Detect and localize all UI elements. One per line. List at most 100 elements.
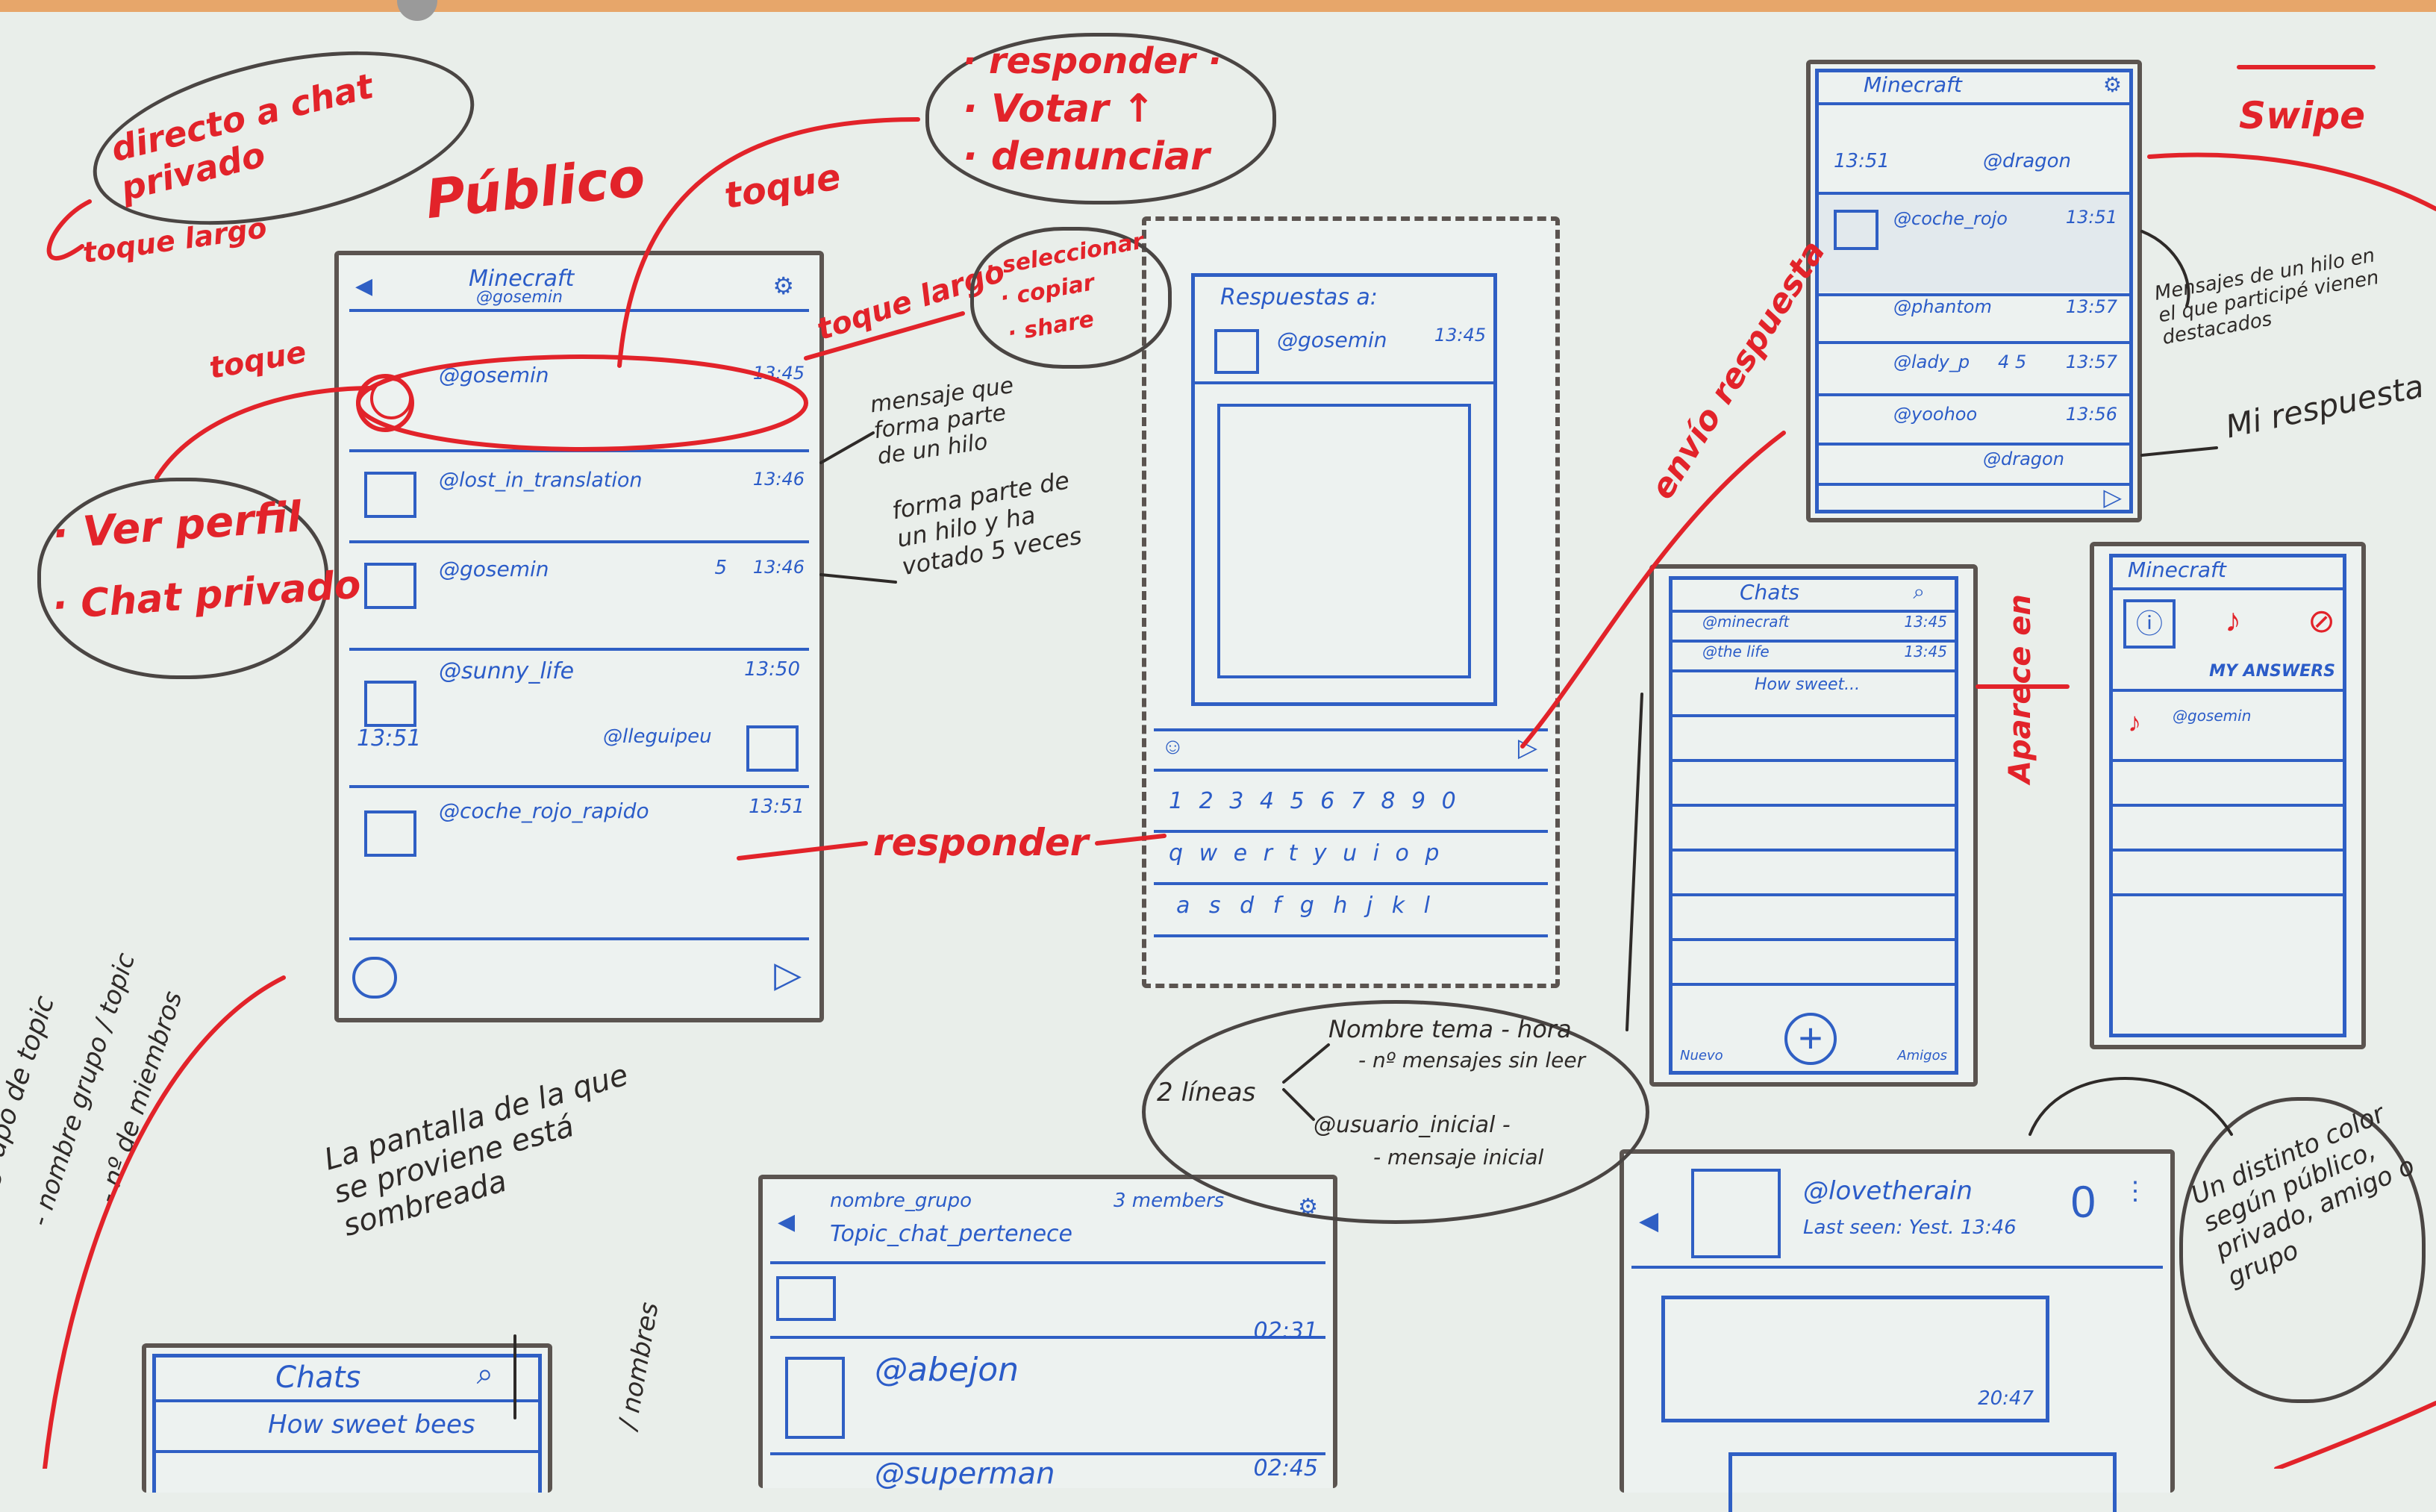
back-arrow-icon[interactable]: ◀ — [1639, 1207, 1659, 1235]
message-time: 13:50 — [744, 658, 800, 681]
search-icon[interactable]: ⌕ — [476, 1358, 493, 1390]
avatar[interactable] — [785, 1357, 845, 1439]
arrow-toque-largo-menu — [804, 311, 965, 360]
message-bubble[interactable]: 20:47 — [1661, 1296, 2049, 1422]
avatar[interactable] — [746, 725, 799, 772]
message-user: @coche_rojo_rapido — [439, 799, 649, 823]
reply-panel: Respuestas a: @gosemin 13:45 — [1191, 273, 1497, 706]
contact-user: @lovetherain — [1803, 1176, 1973, 1206]
menu-option: · responder · — [963, 40, 1222, 82]
avatar[interactable] — [364, 681, 416, 727]
header-bar: ◀ @lovetherain Last seen: Yest. 13:46 0 … — [1631, 1161, 2163, 1269]
keyboard-row[interactable]: 1 2 3 4 5 6 7 8 9 0 — [1169, 788, 1461, 814]
search-icon[interactable]: ⌕ — [1913, 580, 1925, 603]
chats-small-screen: Chats ⌕ How sweet bees — [152, 1354, 542, 1493]
message-user: @lady_p — [1893, 352, 1970, 372]
reply-heading: Respuestas a: — [1220, 284, 1378, 310]
message-time: 13:51 — [1834, 150, 1890, 172]
avatar[interactable] — [776, 1276, 836, 1321]
sketch-group-screen: ◀ nombre_grupo 3 members Topic_chat_pert… — [758, 1175, 1337, 1491]
arrow-envio — [1520, 431, 1786, 749]
message-time: 13:56 — [2065, 404, 2117, 425]
message-row[interactable]: @gosemin 5 13:46 — [349, 543, 809, 651]
arrow-chats-bubble — [1625, 693, 1643, 1031]
screen-title: Chats — [1740, 580, 1800, 605]
avatar — [1214, 329, 1259, 374]
message-user: @gosemin — [439, 557, 549, 581]
avatar[interactable] — [1834, 210, 1878, 250]
avatar[interactable] — [364, 563, 416, 609]
bubble-profile-options — [37, 478, 328, 679]
bubble-two-lines — [1142, 1000, 1649, 1224]
new-chat-button[interactable]: + — [1784, 1013, 1837, 1065]
back-arrow-icon[interactable]: ◀ — [355, 274, 373, 299]
chat-label[interactable]: @the life — [1702, 643, 1770, 660]
menu-icon[interactable]: ⋮ — [2123, 1177, 2148, 1205]
message-time: 13:51 — [2065, 207, 2117, 228]
emoji-icon[interactable]: ☺ — [1161, 734, 1184, 759]
message-time: 13:51 — [749, 796, 805, 818]
chat-label[interactable]: @minecraft — [1702, 613, 1790, 631]
keyboard-row[interactable]: q w e r t y u i o p — [1169, 840, 1444, 866]
music-icon: ♪ — [2128, 707, 2141, 737]
sketch-public-chat-screen: ◀ Minecraft @gosemin ⚙ @gosemin 13:45 @l… — [334, 251, 824, 1022]
screen-title: Minecraft — [2128, 557, 2226, 582]
vote-count: 5 — [714, 557, 727, 579]
message-row[interactable]: @coche_rojo_rapido 13:51 — [349, 788, 809, 940]
reply-user: @gosemin — [1277, 328, 1387, 352]
sketch-chats-small-screen: Chats ⌕ How sweet bees — [142, 1343, 552, 1493]
music-icon[interactable]: ♪ — [2225, 602, 2241, 639]
footer-right[interactable]: Amigos — [1897, 1048, 1947, 1063]
annotation-arrows — [43, 65, 2436, 1469]
sketch-thread-screen: Minecraft ⚙ 13:51 @dragon @coche_rojo 13… — [1806, 60, 2142, 522]
keyboard-row[interactable]: a s d f g h j k l — [1176, 893, 1437, 919]
keyboard[interactable]: 1 2 3 4 5 6 7 8 9 0 q w e r t y u i o p … — [1154, 781, 1548, 967]
screen-title: Minecraft — [1864, 72, 1962, 97]
message-row[interactable]: @sunny_life 13:50 13:51 @lleguipeu — [349, 651, 809, 788]
chat-label[interactable]: How sweet bees — [268, 1410, 475, 1440]
emoji-icon[interactable] — [352, 957, 397, 999]
screen-subtitle: @gosemin — [476, 288, 563, 307]
settings-icon[interactable]: ⚙ — [2102, 73, 2122, 96]
arrow-toque-largo-chat — [46, 199, 92, 260]
group-members: 3 members — [1114, 1190, 1225, 1212]
note-line2b: - mensaje inicial — [1373, 1145, 1544, 1169]
avatar[interactable] — [364, 810, 416, 857]
my-answers-label[interactable]: MY ANSWERS — [2209, 662, 2335, 681]
board-edge — [0, 0, 2436, 12]
chat-time: 13:45 — [1904, 613, 1947, 631]
arrow-mi-respuesta — [2140, 446, 2218, 457]
add-icon[interactable]: 0 — [2070, 1177, 2096, 1227]
arrow-votado — [819, 573, 897, 584]
arrow-color — [2029, 1077, 2233, 1136]
message-user: @lost_in_translation — [439, 469, 643, 492]
avatar[interactable] — [364, 472, 416, 518]
note-dos-lineas: 2 líneas — [1157, 1078, 1256, 1108]
label-responder: responder — [873, 821, 1089, 864]
settings-icon[interactable]: ⚙ — [772, 272, 794, 299]
send-icon[interactable]: ▷ — [2103, 484, 2122, 510]
vote-count: 4 5 — [1998, 352, 2027, 372]
menu-screen: Minecraft ⓘ ♪ ⊘ MY ANSWERS ♪ @gosemin — [2109, 554, 2346, 1037]
chats-screen: Chats ⌕ @minecraft 13:45 @the life 13:45… — [1669, 576, 1958, 1075]
send-icon[interactable]: ▷ — [774, 955, 802, 995]
message-user: @yoohoo — [1893, 404, 1978, 425]
mute-icon[interactable]: ⊘ — [2308, 603, 2335, 640]
message-row[interactable]: @lost_in_translation 13:46 — [349, 452, 809, 543]
message-user: @phantom — [1893, 296, 1992, 317]
bubble-copy-options — [970, 227, 1172, 369]
avatar[interactable] — [1691, 1169, 1781, 1258]
arrow-toque-menu — [617, 117, 920, 368]
back-arrow-icon[interactable]: ◀ — [778, 1210, 796, 1234]
reply-time: 13:45 — [1434, 325, 1486, 346]
group-topic: Topic_chat_pertenece — [830, 1221, 1072, 1247]
row-user[interactable]: @gosemin — [2173, 707, 2252, 725]
menu-option: · denunciar — [963, 134, 1210, 179]
chat-label[interactable]: How sweet... — [1755, 675, 1861, 694]
highlighted-row[interactable]: @coche_rojo 13:51 — [1819, 195, 2129, 292]
info-icon[interactable]: ⓘ — [2123, 599, 2176, 649]
input-bar[interactable]: ▷ — [349, 948, 809, 1008]
sketch-chats-screen: Chats ⌕ @minecraft 13:45 @the life 13:45… — [1649, 564, 1978, 1087]
footer-left[interactable]: Nuevo — [1680, 1048, 1723, 1063]
chat-time: 13:45 — [1904, 643, 1947, 660]
